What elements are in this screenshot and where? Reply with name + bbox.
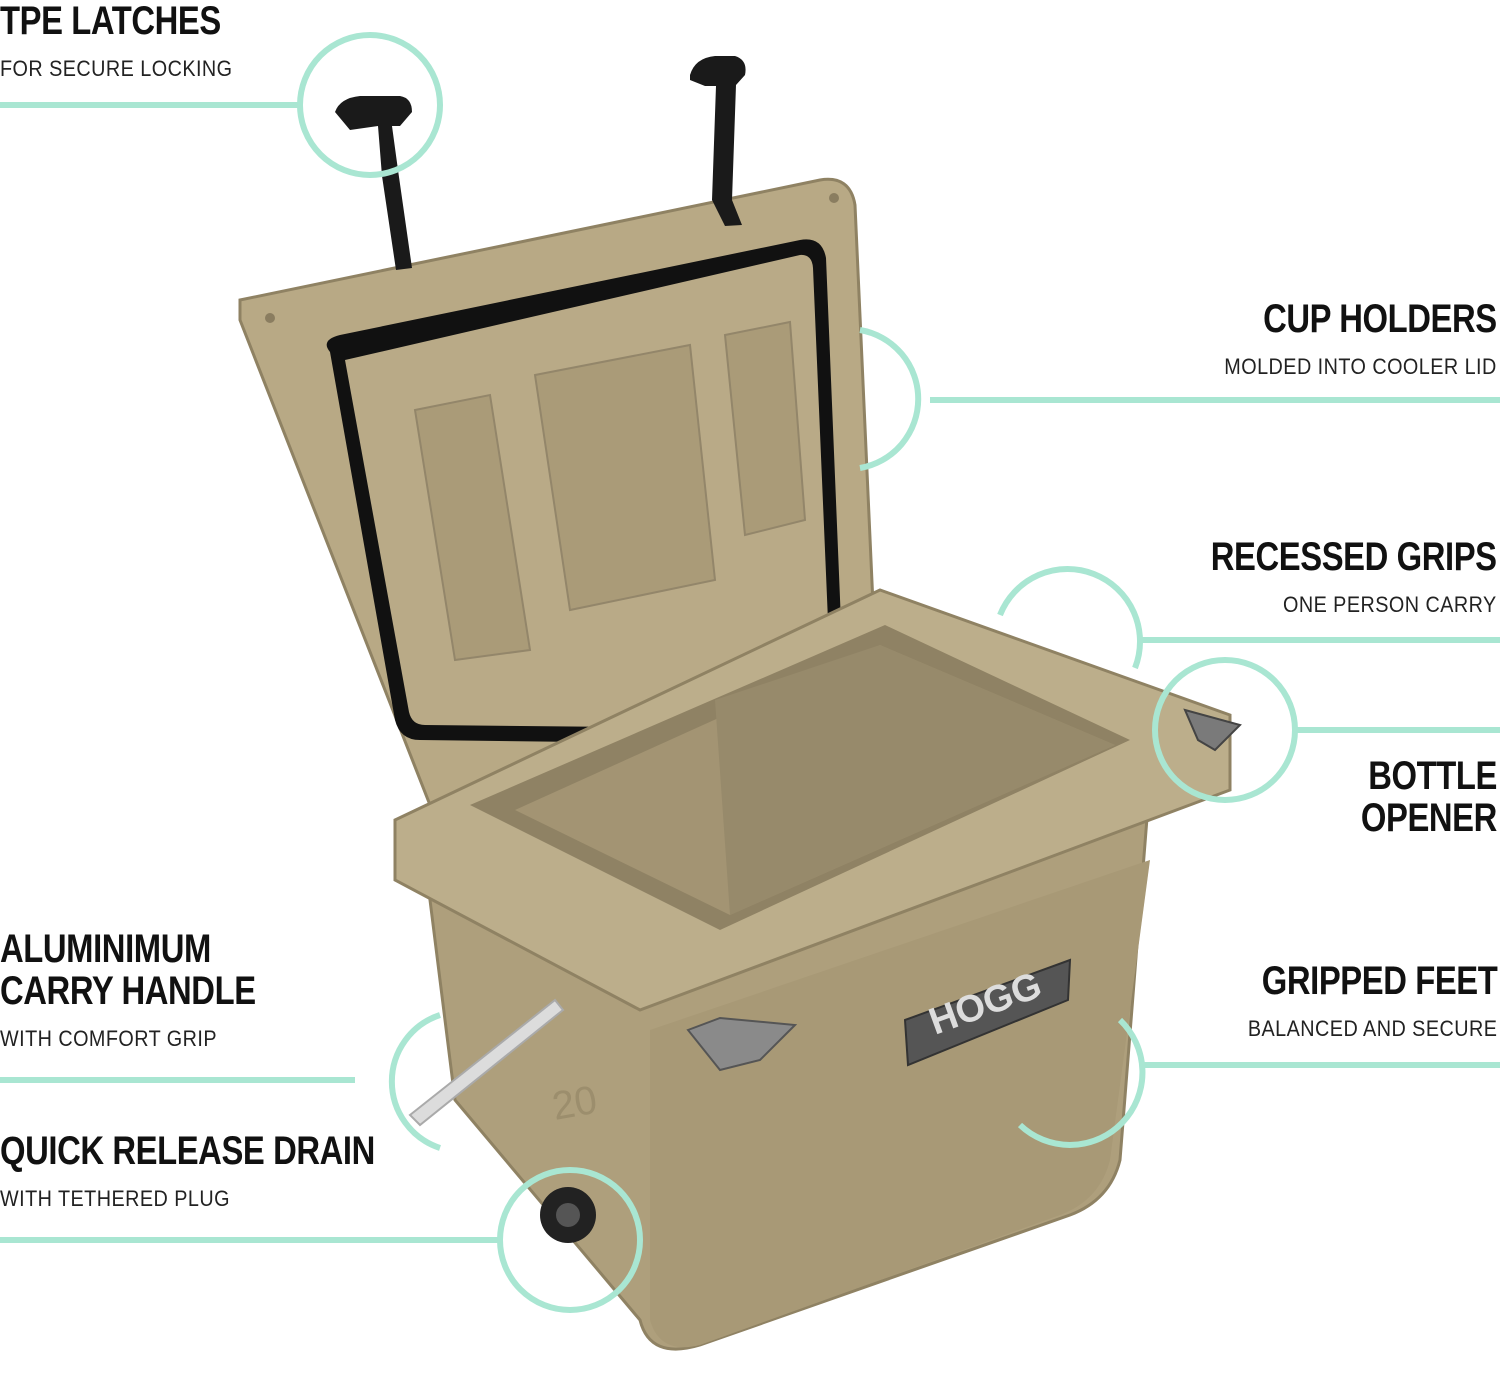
feature-bottle-opener: BOTTLE OPENER bbox=[1331, 755, 1497, 839]
feature-title: GRIPPED FEET bbox=[1261, 959, 1497, 1003]
callout-circle-handle bbox=[388, 1012, 441, 1151]
feature-subtitle: WITH TETHERED PLUG bbox=[0, 1186, 230, 1211]
feature-title-line-1: BOTTLE bbox=[1368, 754, 1497, 798]
callout-circle-cup-holders bbox=[859, 327, 922, 471]
feature-subtitle: ONE PERSON CARRY bbox=[1283, 592, 1497, 617]
cooler-body: HOGG 20 bbox=[393, 588, 1242, 1351]
callout-circle-grips bbox=[997, 566, 1144, 670]
feature-title: TPE LATCHES bbox=[0, 0, 221, 43]
feature-cup-holders: CUP HOLDERS MOLDED INTO COOLER LID bbox=[1194, 297, 1498, 380]
feature-title: CUP HOLDERS bbox=[1263, 297, 1497, 341]
feature-subtitle: BALANCED AND SECURE bbox=[1247, 1016, 1497, 1041]
cooler-lid bbox=[238, 177, 882, 832]
callouts bbox=[0, 32, 1500, 1313]
feature-subtitle: MOLDED INTO COOLER LID bbox=[1224, 354, 1497, 379]
callout-circle-drain bbox=[497, 1167, 643, 1313]
feature-carry-handle: ALUMINIMUM CARRY HANDLE WITH COMFORT GRI… bbox=[0, 928, 312, 1052]
feature-drain: QUICK RELEASE DRAIN WITH TETHERED PLUG bbox=[0, 1130, 457, 1212]
tpe-latch-right bbox=[690, 56, 746, 226]
callout-circle-latches bbox=[297, 32, 443, 178]
tpe-latch-left bbox=[335, 96, 412, 270]
feature-tpe-latches: TPE LATCHES FOR SECURE LOCKING bbox=[0, 0, 269, 82]
feature-subtitle: FOR SECURE LOCKING bbox=[0, 56, 233, 81]
callout-circle-opener bbox=[1152, 657, 1298, 803]
feature-title-line-1: ALUMINIMUM bbox=[0, 927, 211, 971]
feature-title-line-2: CARRY HANDLE bbox=[0, 969, 256, 1013]
callout-circle-feet bbox=[1017, 1017, 1146, 1148]
feature-title-line-2: OPENER bbox=[1360, 796, 1497, 840]
feature-title: QUICK RELEASE DRAIN bbox=[0, 1129, 375, 1173]
size-mark: 20 bbox=[549, 1078, 600, 1129]
feature-subtitle: WITH COMFORT GRIP bbox=[0, 1026, 218, 1051]
feature-gripped-feet: GRIPPED FEET BALANCED AND SECURE bbox=[1210, 960, 1497, 1042]
feature-title: RECESSED GRIPS bbox=[1211, 535, 1497, 579]
feature-recessed-grips: RECESSED GRIPS ONE PERSON CARRY bbox=[1148, 536, 1497, 618]
